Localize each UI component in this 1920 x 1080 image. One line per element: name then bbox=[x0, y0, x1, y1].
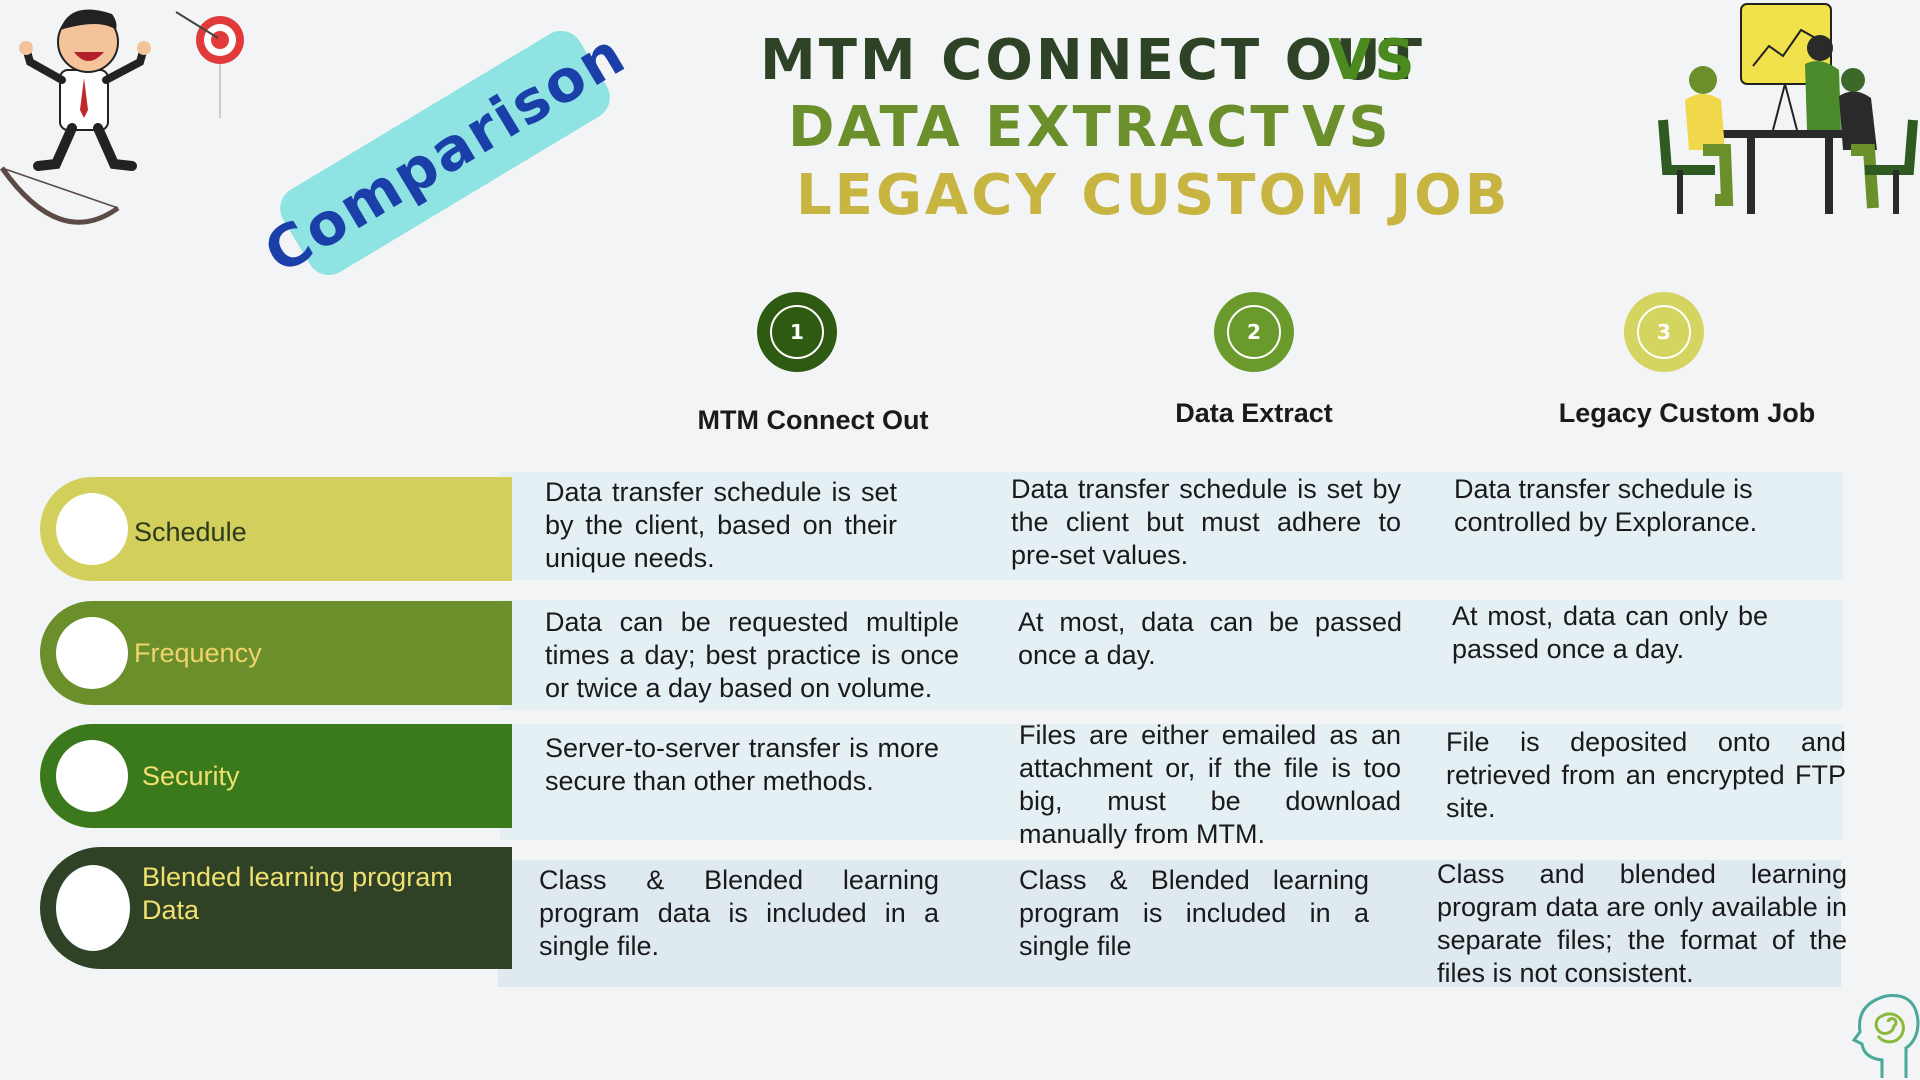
step-1-circle: 1 bbox=[757, 292, 837, 372]
cell-blended-extract: Class & Blended learning program is incl… bbox=[1019, 865, 1369, 961]
cell-schedule-legacy: Data transfer schedule is controlled by … bbox=[1454, 474, 1758, 537]
cell-schedule-mtm: Data transfer schedule is set by the cli… bbox=[545, 477, 897, 573]
row-label-security: Security bbox=[40, 724, 512, 828]
comparison-badge-label: Comparison bbox=[252, 18, 638, 288]
cell-frequency-extract: At most, data can be passed once a day. bbox=[1018, 607, 1402, 670]
title-line-3: LEGACY CUSTOM JOB bbox=[796, 163, 1511, 228]
row-label-text: Schedule bbox=[134, 517, 247, 547]
title-line-1: MTM CONNECT OUT bbox=[760, 28, 1425, 93]
row-label-frequency: Frequency bbox=[40, 601, 512, 705]
row-label-blended: Blended learning program Data bbox=[40, 847, 512, 969]
row-band-blended bbox=[498, 860, 1841, 987]
title-line-2: DATA EXTRACT bbox=[788, 95, 1292, 160]
row-marker-dot bbox=[56, 740, 128, 812]
comparison-badge: Comparison bbox=[253, 19, 637, 287]
row-band-schedule bbox=[500, 472, 1843, 580]
row-marker-dot bbox=[56, 865, 130, 951]
team-meeting-illustration bbox=[1658, 3, 1918, 214]
column-heading-mtm-connect-out: MTM Connect Out bbox=[697, 405, 929, 435]
cell-blended-legacy: Class and blended learning program data … bbox=[1437, 859, 1847, 988]
row-band-frequency bbox=[500, 600, 1843, 710]
cell-security-mtm: Server-to-server transfer is more secure… bbox=[545, 733, 939, 796]
column-heading-data-extract: Data Extract bbox=[1175, 398, 1333, 428]
row-label-text: Security bbox=[142, 761, 240, 791]
title-vs-1: VS bbox=[1328, 28, 1418, 93]
step-3-circle: 3 bbox=[1624, 292, 1704, 372]
cell-security-extract: Files are either emailed as an attachmen… bbox=[1019, 720, 1401, 849]
cell-frequency-legacy: At most, data can only be passed once a … bbox=[1452, 601, 1768, 664]
row-label-text: Frequency bbox=[134, 638, 262, 668]
title-vs-2: VS bbox=[1302, 95, 1392, 160]
cell-frequency-mtm: Data can be requested multiple times a d… bbox=[545, 607, 959, 703]
cell-security-legacy: File is deposited onto and retrieved fro… bbox=[1446, 727, 1846, 823]
cell-blended-mtm: Class & Blended learning program data is… bbox=[539, 865, 939, 961]
happy-businessman-illustration bbox=[0, 9, 244, 225]
step-2-circle: 2 bbox=[1214, 292, 1294, 372]
head-spiral-logo-icon bbox=[1851, 994, 1920, 1078]
row-label-schedule: Schedule bbox=[40, 477, 512, 581]
row-marker-dot bbox=[56, 617, 128, 689]
row-marker-dot bbox=[56, 493, 128, 565]
step-3-number: 3 bbox=[1657, 320, 1671, 344]
column-heading-legacy-custom-job: Legacy Custom Job bbox=[1558, 398, 1816, 428]
cell-schedule-extract: Data transfer schedule is set by the cli… bbox=[1011, 474, 1401, 570]
row-label-text: Blended learning program Data bbox=[142, 862, 453, 925]
step-1-number: 1 bbox=[790, 320, 804, 344]
row-band-security bbox=[500, 724, 1843, 840]
step-2-number: 2 bbox=[1247, 320, 1261, 344]
